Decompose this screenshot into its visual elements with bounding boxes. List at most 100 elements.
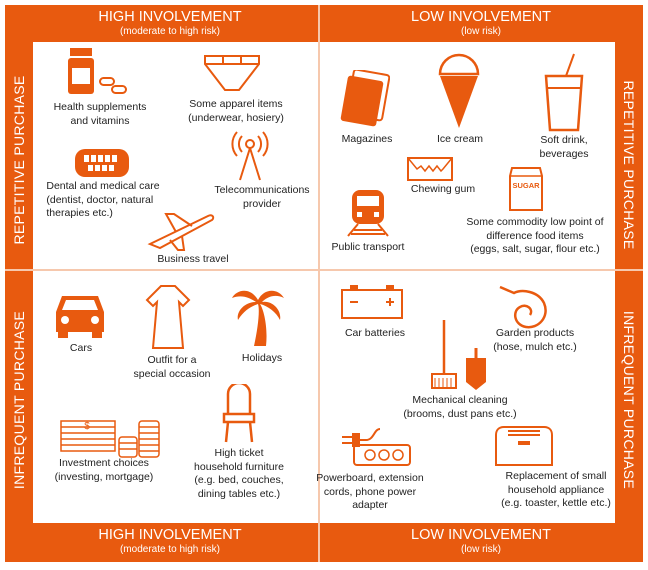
label-dental: Dental and medical care(dentist, doctor,… (46, 180, 159, 221)
label-line: adapter (352, 499, 388, 511)
label-ice-cream: Ice cream (437, 133, 483, 147)
vitamin-bottle-icon (66, 46, 132, 98)
underwear-icon (203, 54, 261, 94)
label-holidays: Holidays (242, 352, 282, 366)
label-line: High ticket (214, 447, 264, 459)
side-label-infrequent-left: INFREQUENT PURCHASE (11, 310, 27, 490)
label-line: Dental and medical care (46, 180, 160, 192)
side-label-infrequent-right: INFREQUENT PURCHASE (621, 310, 637, 490)
label-line: Cars (69, 342, 93, 354)
label-line: Replacement of small (505, 470, 607, 482)
magazines-icon (340, 70, 390, 128)
label-line: Magazines (341, 133, 393, 145)
label-line: difference food items (486, 229, 584, 242)
power-board-icon (340, 423, 412, 467)
label-line: therapies etc.) (46, 207, 113, 219)
label-line: (dentist, doctor, natural (46, 193, 154, 206)
label-line: Ice cream (436, 133, 484, 145)
money-stack-icon: $ (57, 415, 161, 459)
antenna-tower-icon (230, 130, 270, 182)
ice-cream-icon (436, 52, 482, 130)
label-business-travel: Business travel (157, 253, 228, 267)
label-cars: Cars (70, 342, 92, 356)
label-line: household appliance (507, 483, 605, 496)
header-subtitle: (low risk) (461, 544, 501, 555)
label-line: Health supplements (53, 101, 147, 113)
horizontal-divider (5, 269, 643, 271)
label-line: (eggs, salt, sugar, flour etc.) (470, 243, 600, 255)
sugar-bag-icon: SUGAR (508, 166, 544, 212)
chair-icon (220, 384, 258, 444)
header-subtitle: (low risk) (461, 26, 501, 37)
label-chewing-gum: Chewing gum (411, 183, 475, 197)
label-line: Soft drink, (540, 134, 588, 146)
garden-hose-icon (498, 283, 552, 331)
label-investment: Investment choices(investing, mortgage) (55, 457, 154, 484)
soft-drink-cup-icon (544, 52, 584, 132)
label-line: Car batteries (344, 327, 406, 339)
label-line: (brooms, dust pans etc.) (403, 407, 517, 420)
dress-icon (145, 284, 191, 350)
header-title: LOW INVOLVEMENT (411, 9, 551, 25)
label-apparel: Some apparel items(underwear, hosiery) (188, 98, 284, 125)
label-line: Some commodity low point of (466, 216, 604, 228)
label-line: (underwear, hosiery) (188, 111, 284, 124)
label-line: cords, phone power (323, 485, 417, 498)
label-line: household furniture (194, 460, 284, 473)
label-line: Investment choices (59, 457, 149, 469)
label-garden-products: Garden products(hose, mulch etc.) (493, 327, 576, 354)
label-car-batteries: Car batteries (345, 327, 405, 341)
train-icon (346, 188, 390, 238)
label-line: and vitamins (70, 114, 130, 127)
label-line: (hose, mulch etc.) (493, 340, 577, 353)
label-line: Powerboard, extension (316, 472, 424, 484)
label-mechanical-cleaning: Mechanical cleaning(brooms, dust pans et… (403, 394, 516, 421)
label-line: dining tables etc.) (197, 487, 281, 500)
header-low-involvement-top: LOW INVOLVEMENT (low risk) (331, 9, 631, 38)
label-magazines: Magazines (342, 133, 393, 147)
label-line: Business travel (157, 253, 229, 265)
teeth-icon (74, 148, 130, 178)
header-title: HIGH INVOLVEMENT (98, 9, 242, 25)
label-line: Outfit for a (147, 354, 197, 366)
toaster-icon (494, 425, 554, 469)
label-line: beverages (539, 147, 589, 160)
header-title: HIGH INVOLVEMENT (98, 527, 242, 543)
label-line: Holidays (241, 352, 283, 364)
header-subtitle: (moderate to high risk) (119, 544, 221, 555)
side-label-repetitive-left: REPETITIVE PURCHASE (11, 75, 27, 245)
vertical-divider (318, 5, 320, 562)
label-public-transport: Public transport (332, 241, 405, 255)
label-line: Telecommunications (214, 184, 310, 196)
header-title: LOW INVOLVEMENT (411, 527, 551, 543)
label-line: Garden products (495, 327, 575, 339)
chewing-gum-icon (407, 157, 453, 181)
header-high-involvement-top: HIGH INVOLVEMENT (moderate to high risk) (20, 9, 320, 38)
header-subtitle: (moderate to high risk) (119, 26, 221, 37)
airplane-icon (146, 208, 216, 252)
label-line: (e.g. toaster, kettle etc.) (501, 497, 611, 509)
label-line: (investing, mortgage) (54, 470, 154, 483)
label-line: provider (243, 197, 281, 210)
label-line: Public transport (331, 241, 405, 253)
palm-tree-icon (230, 284, 286, 348)
label-line: Mechanical cleaning (412, 394, 508, 406)
label-line: Some apparel items (189, 98, 283, 110)
svg-text:$: $ (84, 421, 90, 432)
label-line: Chewing gum (410, 183, 476, 195)
label-soft-drink: Soft drink,beverages (539, 134, 588, 161)
broom-dustpan-icon (430, 318, 490, 394)
header-high-involvement-bottom: HIGH INVOLVEMENT (moderate to high risk) (20, 527, 320, 556)
header-low-involvement-bottom: LOW INVOLVEMENT (low risk) (331, 527, 631, 556)
label-line: special occasion (133, 367, 211, 380)
label-line: (e.g. bed, couches, (194, 474, 284, 486)
sugar-label: SUGAR (512, 181, 540, 190)
car-icon (52, 292, 108, 338)
